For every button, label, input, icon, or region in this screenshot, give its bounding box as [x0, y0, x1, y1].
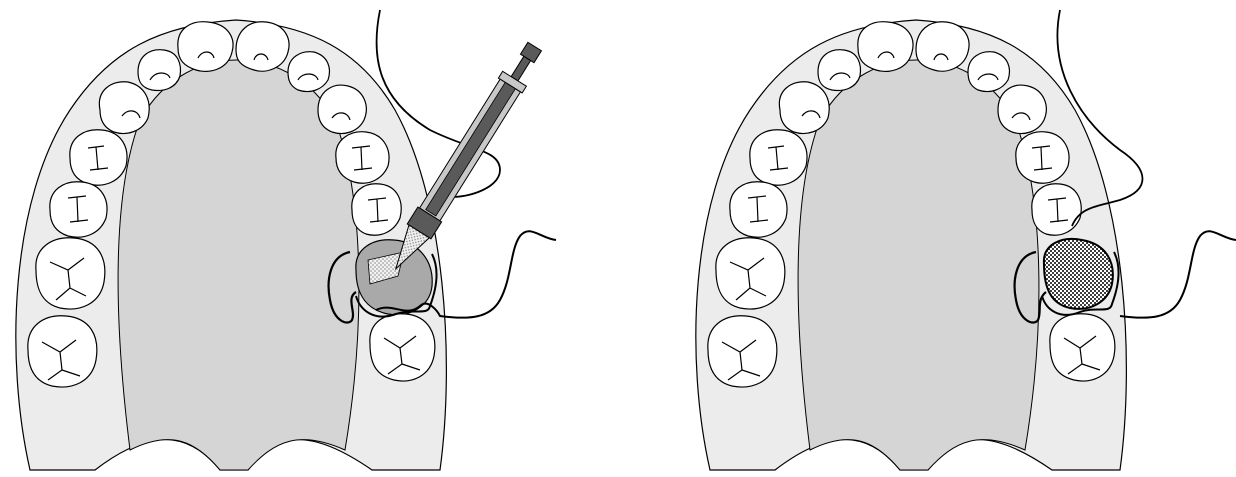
- tooth-central-incisor-left: [858, 22, 913, 72]
- suture-thread-right: [1120, 231, 1236, 318]
- tooth-premolar-1-left: [750, 130, 807, 185]
- tooth-molar-2-right: [1050, 314, 1115, 381]
- tooth-central-incisor-right: [236, 22, 289, 71]
- panel-left-application: [0, 0, 618, 477]
- tooth-lateral-incisor-right: [968, 52, 1009, 92]
- tooth-lateral-incisor-left: [138, 50, 180, 91]
- graft-material: [1044, 239, 1113, 309]
- tooth-canine-left: [99, 82, 149, 134]
- tooth-molar-2-right: [370, 314, 435, 381]
- left-arch-svg: [0, 0, 618, 477]
- tooth-molar-2-left: [28, 316, 97, 387]
- tooth-molar-1-left: [36, 238, 105, 309]
- tooth-lateral-incisor-left: [818, 50, 860, 91]
- panel-right-result: [618, 0, 1236, 477]
- tooth-premolar-2-left: [50, 182, 107, 237]
- tooth-canine-right: [318, 85, 366, 133]
- tooth-lateral-incisor-right: [288, 52, 329, 92]
- tooth-premolar-2-left: [730, 182, 787, 237]
- tooth-premolar-2-right: [352, 184, 401, 235]
- tooth-molar-2-left: [708, 316, 777, 387]
- tooth-molar-1-left: [716, 238, 785, 309]
- tooth-premolar-1-right: [1016, 132, 1069, 183]
- tooth-canine-right: [998, 85, 1046, 133]
- right-arch-svg: [618, 0, 1236, 477]
- tooth-canine-left: [779, 82, 829, 134]
- tooth-premolar-1-left: [70, 130, 127, 185]
- tooth-central-incisor-left: [178, 22, 233, 72]
- tooth-premolar-2-right: [1032, 184, 1081, 235]
- tooth-central-incisor-right: [916, 22, 969, 71]
- tooth-premolar-1-right: [336, 132, 389, 183]
